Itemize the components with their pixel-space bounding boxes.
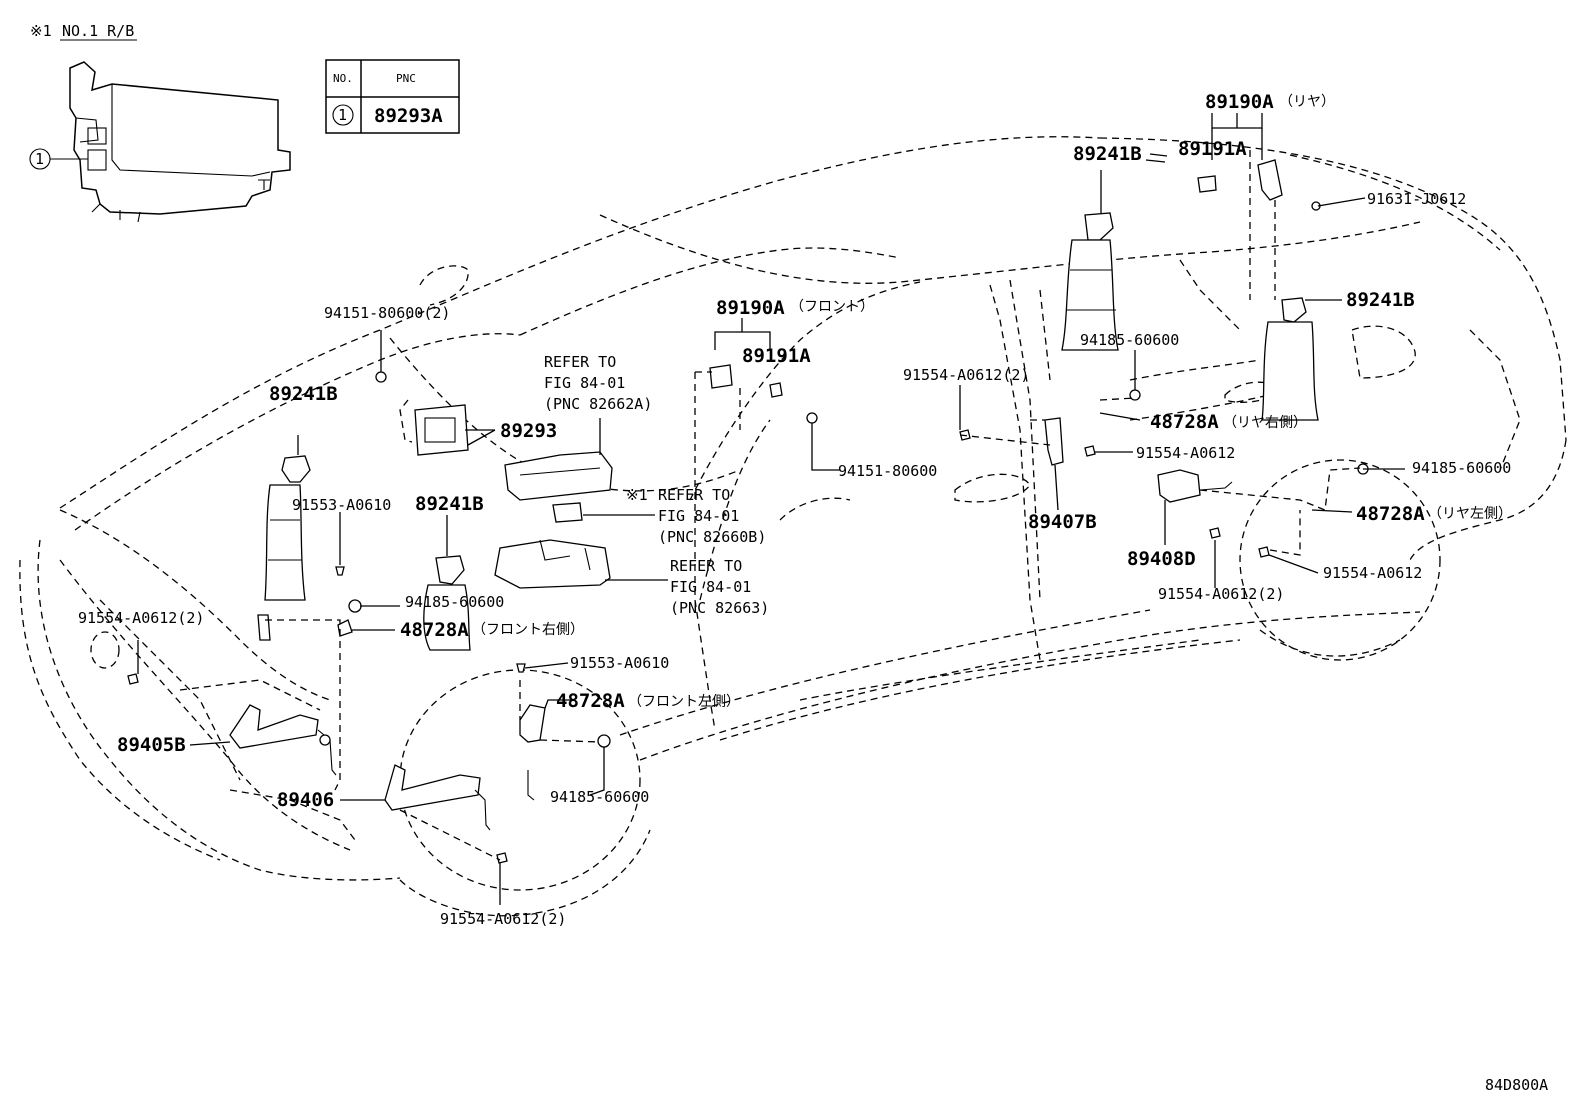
label-48728A-rr-suffix: （リヤ右側）: [1223, 415, 1307, 431]
label-89407B: 89407B: [1028, 511, 1097, 533]
part-labels: 89190A （リヤ） 89191A 89241B 91631-J0612 89…: [78, 91, 1548, 1094]
label-89293: 89293: [500, 420, 557, 442]
label-94185-rear: 94185-60600: [1412, 459, 1511, 477]
table-header-pnc: PNC: [396, 72, 416, 85]
label-94185-right: 94185-60600: [1080, 331, 1179, 349]
refer2-line3: (PNC 82660B): [658, 528, 766, 546]
refer1-line3: (PNC 82662A): [544, 395, 652, 413]
bracket-82663: [494, 539, 611, 589]
air-spring-rear-right: [1261, 297, 1319, 421]
label-91553-left: 91553-A0610: [292, 496, 391, 514]
suspension-ecu: [399, 399, 469, 456]
label-48728A-fl-suffix: （フロント左側）: [628, 694, 740, 710]
link-front-right: [337, 619, 353, 637]
table-header-no: NO.: [333, 72, 353, 85]
refer3-line3: (PNC 82663): [670, 599, 769, 617]
label-48728A-rl: 48728A: [1356, 503, 1425, 525]
label-89190A-rear: 89190A: [1205, 91, 1274, 113]
label-91554-2-rear: 91554-A0612(2): [1158, 585, 1284, 603]
height-sensor-rear-right: [1044, 417, 1064, 466]
refer2-mark: ※1: [626, 486, 648, 504]
label-89406: 89406: [277, 789, 334, 811]
callout-number: 1: [35, 150, 44, 168]
label-48728A-rl-suffix: （リヤ左側）: [1428, 506, 1512, 522]
label-94185-wheel: 94185-60600: [550, 788, 649, 806]
label-89405B: 89405B: [117, 734, 186, 756]
label-48728A-fr-suffix: （フロント右側）: [472, 622, 584, 638]
label-91553-center: 91553-A0610: [570, 654, 669, 672]
label-94151-2: 94151-80600(2): [324, 304, 450, 322]
vehicle-outline: [19, 136, 1567, 917]
acceleration-sensor-front: [709, 364, 783, 398]
leader-lines: [137, 113, 1405, 905]
label-91554-rear: 91554-A0612: [1323, 564, 1422, 582]
label-89241B-right: 89241B: [1346, 289, 1415, 311]
acceleration-sensor-rear: [1197, 159, 1283, 201]
pnc-table: NO. PNC 1 89293A: [325, 59, 460, 134]
label-89241B-center: 89241B: [415, 493, 484, 515]
refer2-line2: FIG 84-01: [658, 507, 739, 525]
label-91554-2-left: 91554-A0612(2): [78, 609, 204, 627]
label-89191A-front: 89191A: [742, 345, 811, 367]
label-89408D: 89408D: [1127, 548, 1196, 570]
label-89191A-rear: 89191A: [1178, 138, 1247, 160]
label-89190A-front: 89190A: [716, 297, 785, 319]
relay-block-inset: 1: [29, 61, 291, 223]
label-89241B-top: 89241B: [1073, 143, 1142, 165]
label-89190A-rear-suffix: （リヤ）: [1279, 94, 1335, 110]
label-91554-2-mid: 91554-A0612(2): [903, 366, 1029, 384]
label-48728A-fr: 48728A: [400, 619, 469, 641]
air-spring-rear-left: [1061, 212, 1119, 351]
height-sensor-front-right: [384, 764, 491, 831]
height-sensor-front-left: [229, 704, 337, 776]
label-89190A-front-suffix: （フロント）: [790, 299, 874, 315]
table-row-pnc: 89293A: [374, 105, 443, 127]
refer2-line1: REFER TO: [658, 486, 730, 504]
label-91631: 91631-J0612: [1367, 190, 1466, 208]
refer1-line2: FIG 84-01: [544, 374, 625, 392]
relay-location: [87, 149, 107, 171]
note-text: NO.1 R/B: [62, 22, 134, 40]
air-spring-front-left: [257, 455, 311, 641]
label-48728A-fl: 48728A: [556, 690, 625, 712]
label-91554-right: 91554-A0612: [1136, 444, 1235, 462]
label-94151: 94151-80600: [838, 462, 937, 480]
figure-code: 84D800A: [1485, 1076, 1548, 1094]
note-mark: ※1: [30, 22, 52, 40]
relay-82660B: [552, 502, 583, 523]
cover-82662A: [504, 451, 613, 501]
height-sensor-rear-left: [1157, 469, 1233, 503]
label-89241B-left: 89241B: [269, 383, 338, 405]
air-spring-front-right: [423, 555, 471, 651]
refer1-line1: REFER TO: [544, 353, 616, 371]
table-row-no: 1: [338, 106, 347, 124]
refer3-line2: FIG 84-01: [670, 578, 751, 596]
label-91554-2-bottom: 91554-A0612(2): [440, 910, 566, 928]
note-header: ※1 NO.1 R/B: [30, 22, 137, 41]
label-48728A-rr: 48728A: [1150, 411, 1219, 433]
label-94185-front: 94185-60600: [405, 593, 504, 611]
assembly-lines: [179, 150, 1361, 861]
refer3-line1: REFER TO: [670, 557, 742, 575]
link-front-left: [519, 704, 546, 801]
